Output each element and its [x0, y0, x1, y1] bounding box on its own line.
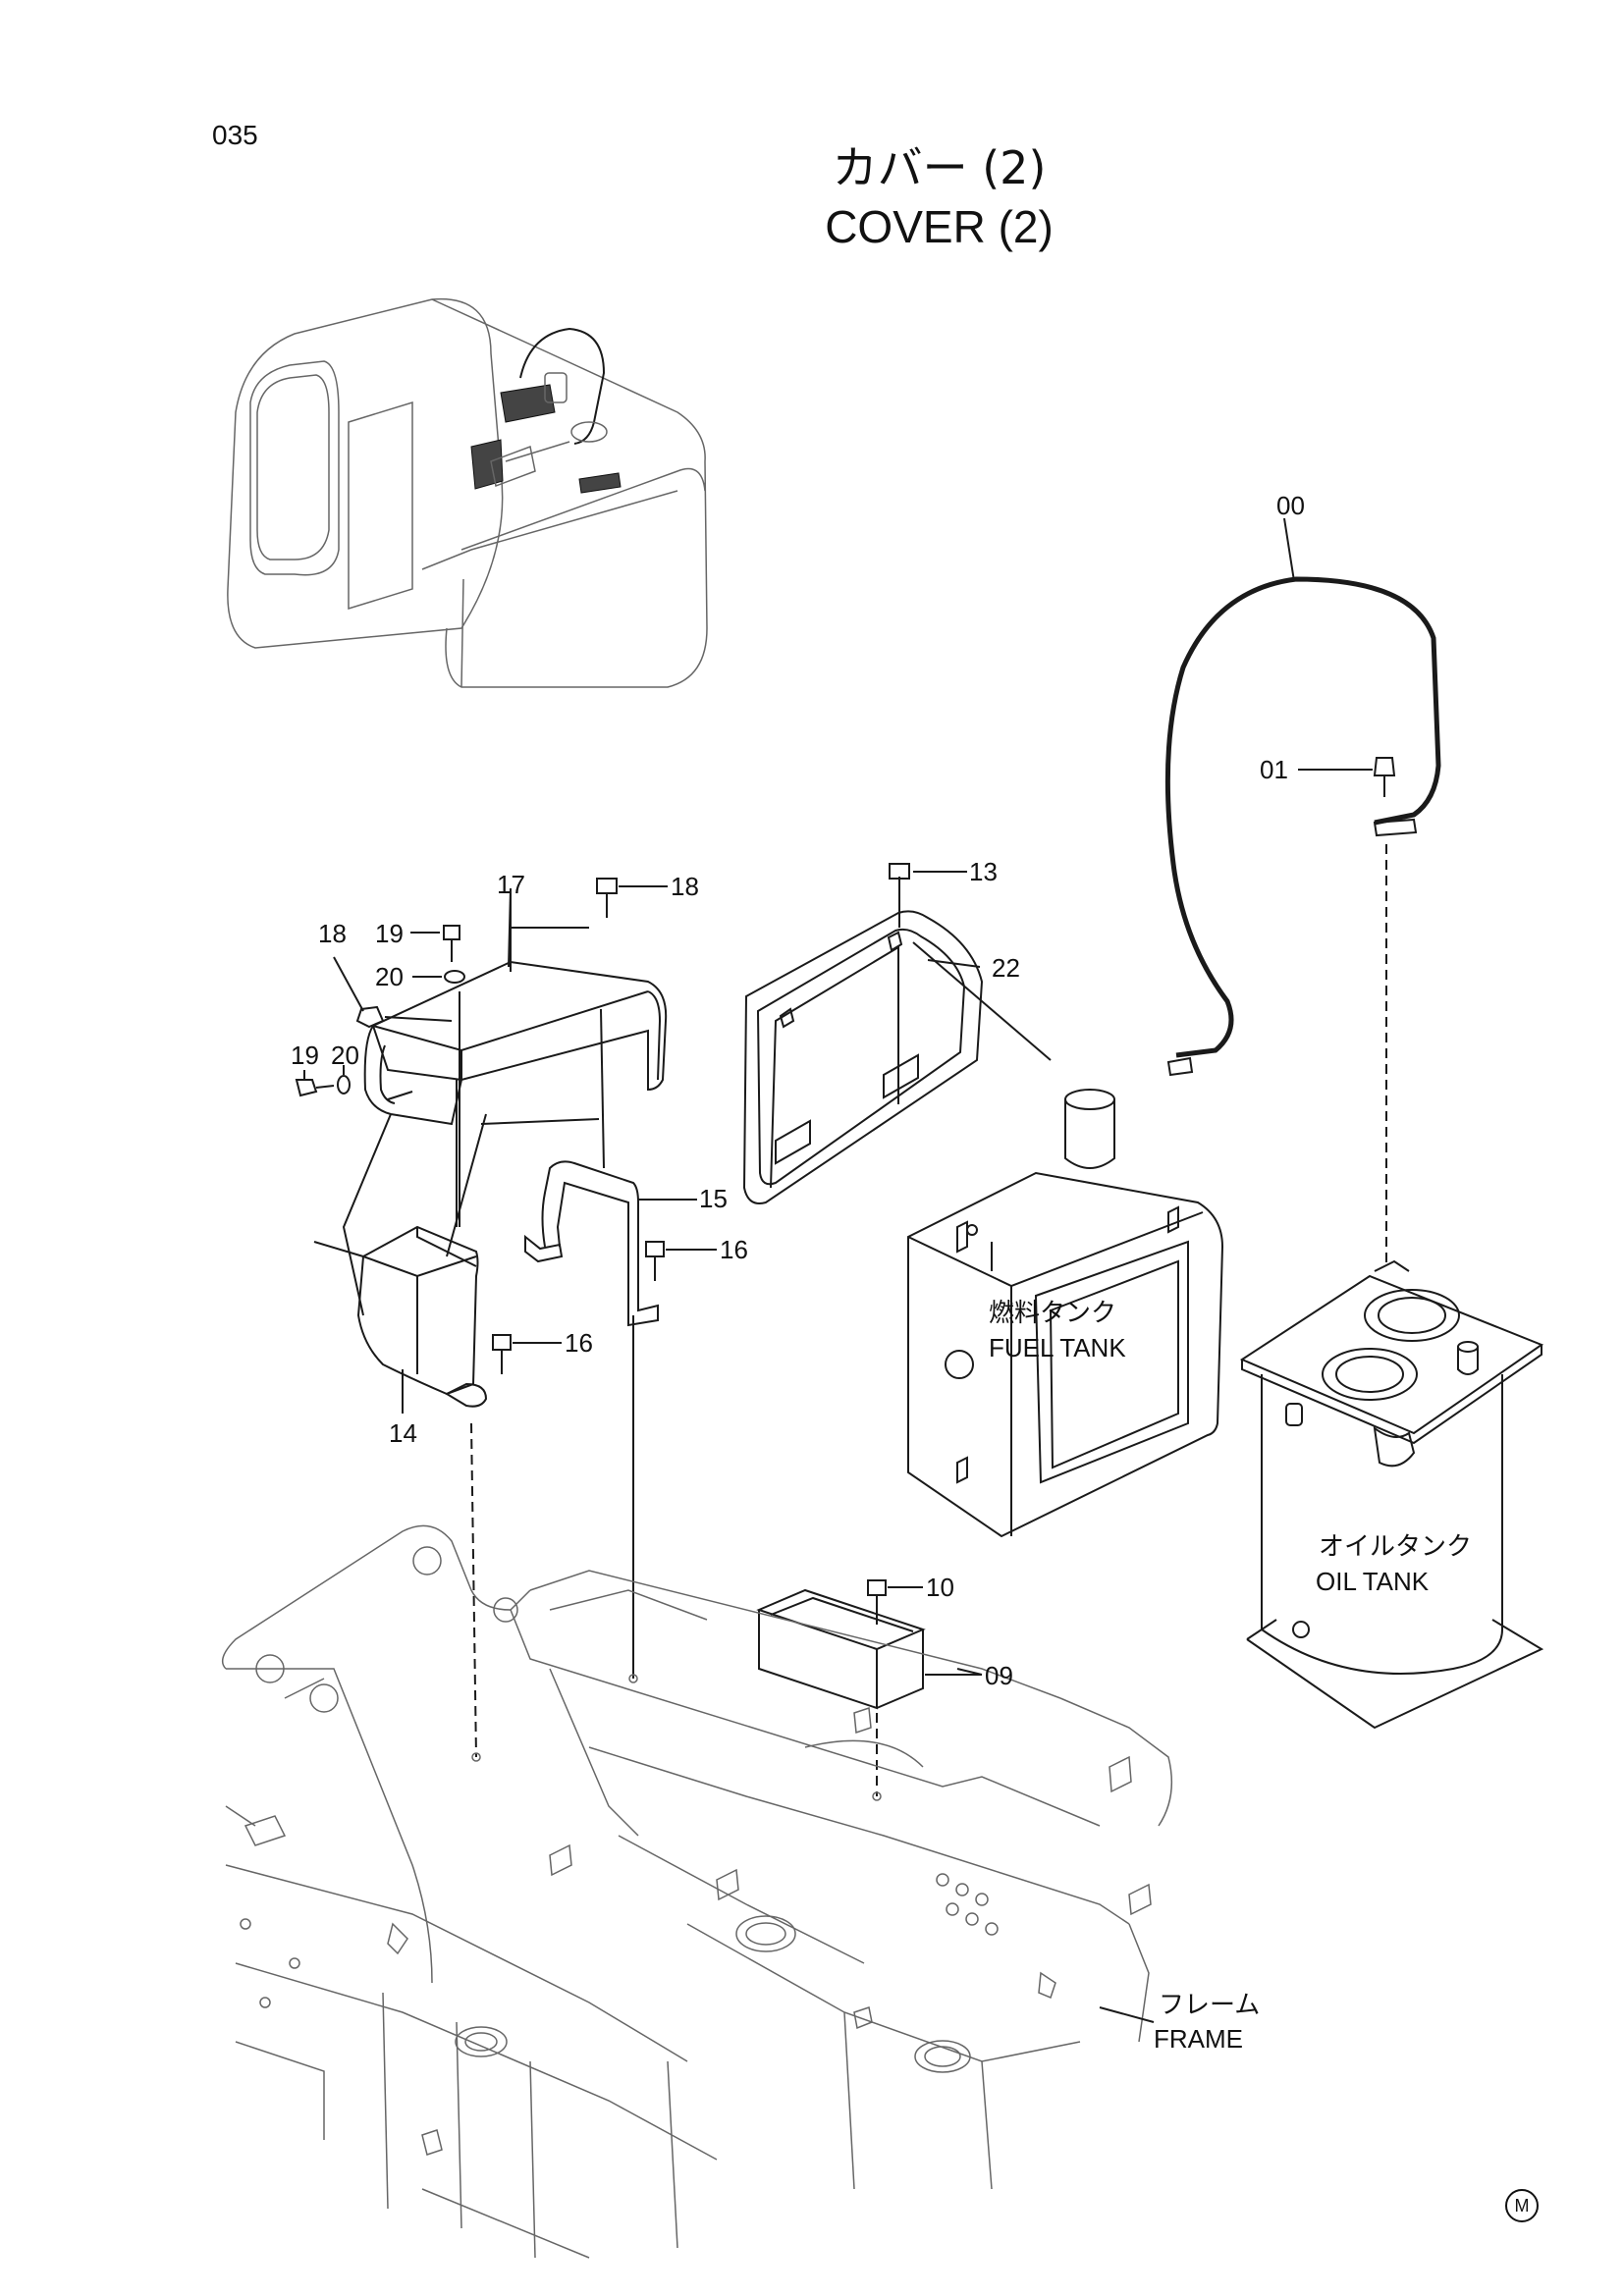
part-number-13: 13 [969, 857, 998, 886]
cover-frame-22 [742, 877, 1052, 1204]
part-number-14: 14 [389, 1418, 417, 1448]
part-number-10: 10 [926, 1573, 954, 1602]
leader-lines [402, 887, 983, 1676]
bolt-19-upper [410, 925, 460, 962]
title-japanese: カバー (2) [832, 141, 1047, 194]
bolt-18-upper [596, 878, 668, 918]
part-number-19-left: 19 [291, 1041, 319, 1070]
oil-tank-illustration [1239, 1259, 1544, 1730]
part-number-16-lower: 16 [565, 1328, 593, 1358]
part-number-22: 22 [992, 953, 1020, 983]
page-number: 035 [212, 120, 258, 150]
part-number-20-left: 20 [331, 1041, 359, 1070]
excavator-overview-illustration [227, 297, 708, 688]
bolt-16-lower [492, 1334, 562, 1374]
bolt-10 [867, 1579, 923, 1625]
corner-mark: M [1505, 2189, 1539, 2222]
connection-guides [313, 991, 634, 1679]
bracket-15 [524, 1160, 697, 1327]
cover-17 [363, 888, 668, 1126]
handrail-00 [1164, 517, 1441, 1077]
title-english: COVER (2) [825, 201, 1054, 252]
fuel-tank-illustration [907, 1089, 1224, 1538]
part-number-20-upper: 20 [375, 962, 404, 991]
frame-label-japanese: フレーム [1159, 1991, 1261, 2020]
fuel-tank-label-japanese: 燃料タンク [989, 1299, 1117, 1328]
bolt-16-upper [645, 1241, 717, 1281]
part-number-18-upper: 18 [671, 872, 699, 901]
part-number-17: 17 [497, 870, 525, 899]
washer-20-left [337, 1065, 351, 1095]
bracket-09 [756, 1588, 982, 1796]
cover-14 [356, 1225, 488, 1758]
part-number-00: 00 [1276, 491, 1305, 520]
frame-illustration [221, 1524, 1173, 2259]
frame-label: FRAME [1154, 2024, 1243, 2054]
part-number-19-upper: 19 [375, 919, 404, 948]
bolt-19-left [295, 1070, 335, 1097]
bolt-13 [889, 863, 967, 901]
nut-18-left [333, 956, 453, 1029]
washer-20-upper [412, 970, 465, 984]
oil-tank-label-japanese: オイルタンク [1319, 1532, 1473, 1562]
part-number-18-left: 18 [318, 919, 347, 948]
bolt-01 [1298, 757, 1396, 1266]
fuel-tank-label: FUEL TANK [989, 1333, 1126, 1362]
part-number-16-upper: 16 [720, 1235, 748, 1264]
part-number-01: 01 [1260, 755, 1288, 784]
part-number-15: 15 [699, 1184, 728, 1213]
part-number-09: 09 [985, 1661, 1013, 1690]
oil-tank-label: OIL TANK [1316, 1567, 1430, 1596]
